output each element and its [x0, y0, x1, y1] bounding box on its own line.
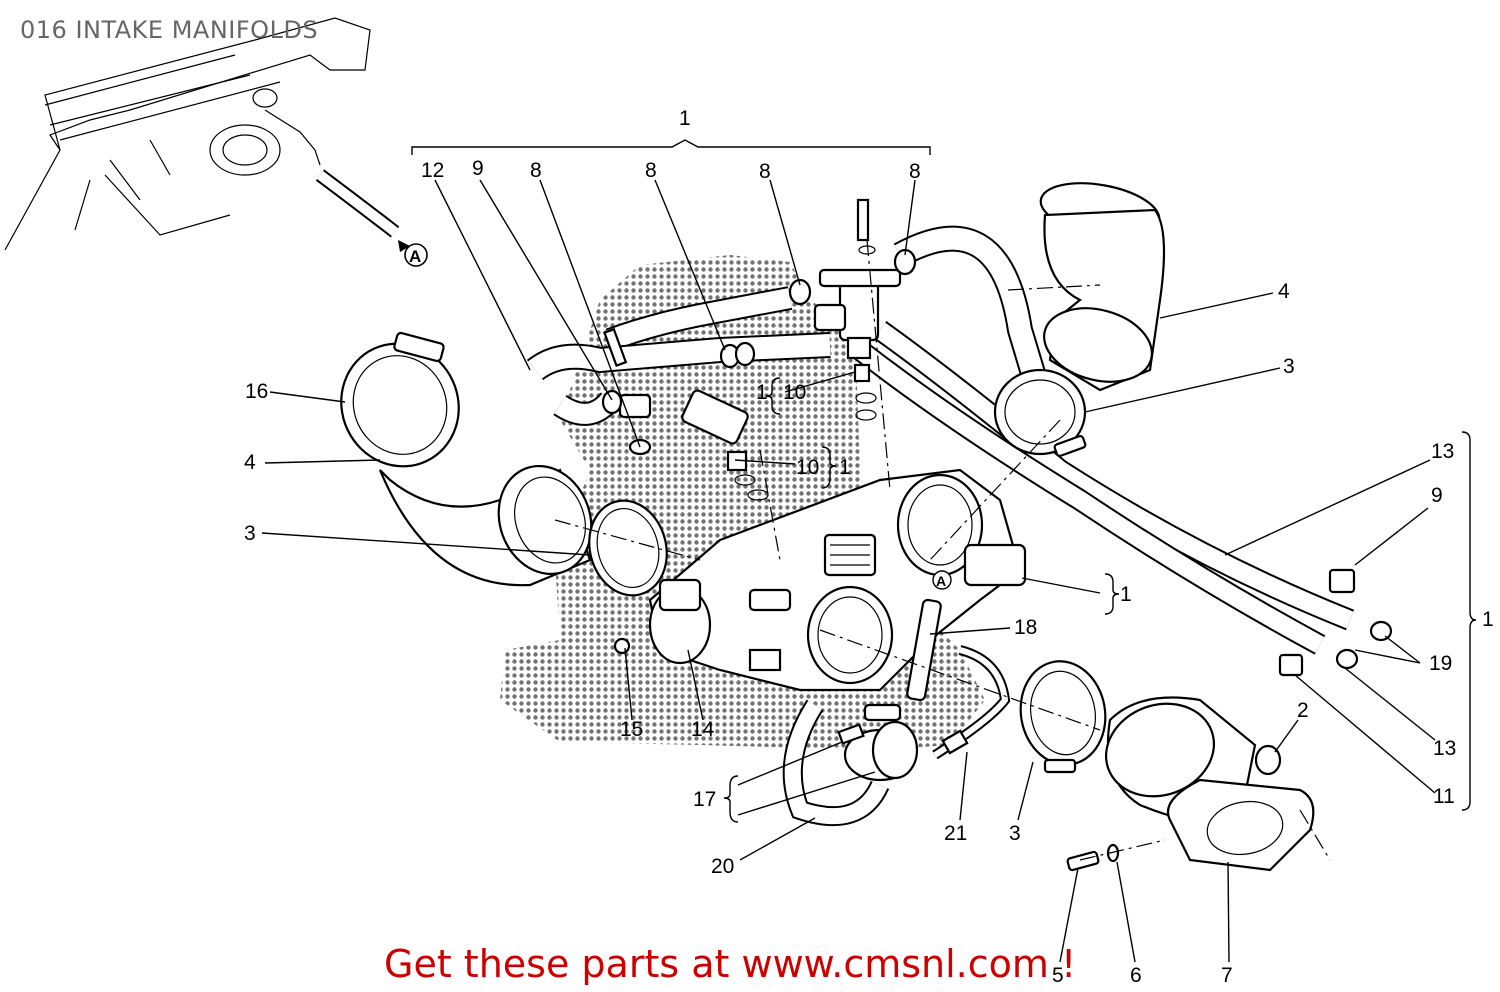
callout-4-left: 4 — [244, 451, 256, 474]
pressure-regulator — [782, 645, 1011, 827]
callout-9-top: 9 — [472, 157, 484, 180]
marker-a-text: A — [409, 247, 421, 266]
callout-5: 5 — [1052, 964, 1064, 987]
callout-4-right: 4 — [1278, 280, 1290, 303]
right-air-duct — [993, 182, 1166, 458]
callout-13-top: 13 — [1431, 440, 1454, 463]
page-title: 016 INTAKE MANIFOLDS — [20, 16, 319, 44]
callout-20: 20 — [711, 855, 734, 878]
callout-19: 19 — [1429, 652, 1452, 675]
svg-text:A: A — [936, 573, 946, 589]
left-air-duct — [340, 331, 668, 597]
center-lines — [554, 239, 1331, 861]
callout-1-injector-lower: 1 — [839, 456, 851, 479]
inset-cylinder-head — [4, 17, 410, 252]
callout-17: 17 — [693, 788, 716, 811]
callout-1-middle: 1 — [1120, 583, 1132, 606]
callout-7: 7 — [1221, 964, 1233, 987]
callout-2: 2 — [1297, 699, 1309, 722]
top-bracket — [411, 139, 931, 155]
callout-3-bottom: 3 — [1009, 822, 1021, 845]
callout-1-right: 1 — [1482, 608, 1494, 631]
callout-6: 6 — [1130, 964, 1142, 987]
callout-labels: 1 12 9 8 8 8 8 16 4 3 4 3 1 10 10 1 13 9… — [244, 107, 1494, 987]
callout-15: 15 — [620, 718, 643, 741]
callout-8-b: 8 — [645, 159, 657, 182]
callout-14: 14 — [691, 718, 715, 741]
callout-8-d: 8 — [909, 160, 921, 183]
hose-upper — [526, 225, 1355, 655]
callout-9-right: 9 — [1431, 484, 1443, 507]
callout-8-a: 8 — [530, 159, 542, 182]
injector-lower — [601, 327, 769, 501]
callout-13-bottom: 13 — [1433, 737, 1456, 760]
braces — [723, 377, 1477, 823]
injector-upper — [788, 198, 917, 421]
callout-10-upper: 10 — [783, 381, 806, 404]
marker-a-assembly: A — [932, 570, 952, 590]
throttle-body — [613, 468, 1027, 702]
callout-16: 16 — [245, 380, 268, 403]
marker-a-inset: A — [404, 243, 428, 267]
callout-12: 12 — [421, 159, 444, 182]
lower-right-manifold — [1019, 660, 1315, 872]
callout-8-c: 8 — [759, 160, 771, 183]
callout-11: 11 — [1433, 785, 1455, 808]
callout-18: 18 — [1014, 616, 1037, 639]
callout-group-1: 1 — [679, 107, 691, 130]
promo-link[interactable]: Get these parts at www.cmsnl.com ! — [384, 942, 1077, 986]
callout-10-lower: 10 — [796, 456, 819, 479]
leader-lines — [261, 179, 1436, 963]
callout-1-injector-upper: 1 — [756, 381, 768, 404]
callout-3-left: 3 — [244, 522, 256, 545]
right-clamps — [1278, 568, 1393, 677]
callout-21: 21 — [944, 822, 967, 845]
callout-3-right: 3 — [1283, 355, 1295, 378]
